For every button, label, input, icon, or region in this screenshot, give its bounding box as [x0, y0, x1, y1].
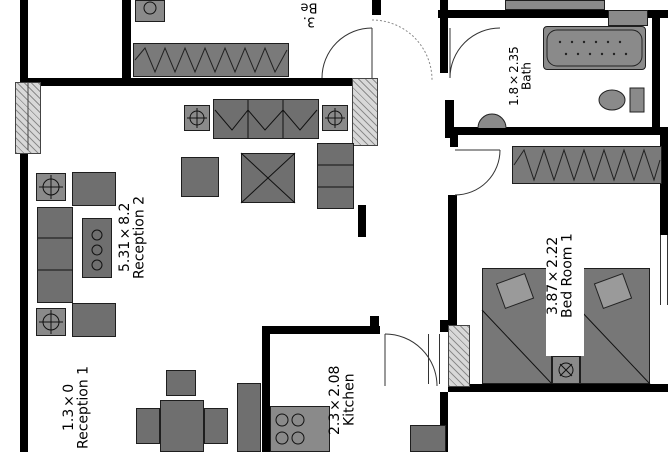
table-center	[82, 218, 112, 278]
room-size: 3.87×2.22	[545, 236, 561, 316]
column-bed-left	[448, 325, 470, 387]
sofa-long	[213, 99, 319, 139]
wardrobe-top	[133, 43, 289, 77]
wall-kitchen-right-stub	[370, 316, 379, 334]
wall-bath-left	[440, 18, 448, 73]
bathtub	[543, 26, 646, 70]
dining-chair-top	[166, 370, 196, 396]
label-bedroom-1: 3.87×2.22 Bed Room 1	[545, 196, 584, 356]
kitchen-counter	[270, 406, 330, 452]
cabinet-top	[135, 0, 165, 22]
wardrobe-bed	[512, 146, 662, 184]
label-reception-2: 5.31×8.2 Reception 2	[117, 172, 188, 302]
dining-table	[160, 400, 204, 452]
armchair-bottom	[72, 303, 116, 337]
wall-bath-right	[652, 18, 660, 130]
room-size: 1.8×2.35	[507, 46, 521, 106]
label-kitchen: 2.3×2.08 Kitchen	[327, 348, 366, 452]
room-size: 5.31×8.2	[117, 202, 133, 272]
wall-bed-right	[660, 135, 668, 235]
room-name: Kitchen	[341, 373, 358, 427]
wall-bed-door-stub	[450, 135, 458, 147]
wall-stub-top	[372, 0, 381, 15]
wall-reception-top	[20, 78, 375, 86]
armchair-top	[72, 172, 116, 206]
wall-top-room-right	[122, 0, 131, 80]
wall-bed-left	[448, 195, 457, 325]
room-size: 1.3×0	[61, 383, 77, 431]
room-size: 3.	[302, 13, 316, 29]
wall-bed-bottom	[448, 384, 668, 392]
storage-top-right	[608, 10, 648, 26]
wall-corridor-top	[438, 10, 668, 18]
wall-outer-left	[20, 0, 28, 82]
wall-kitchen-door-stub	[440, 320, 448, 332]
label-bath: 1.8×2.35 Bath	[507, 30, 542, 122]
wall-bath-bottom	[452, 127, 668, 135]
room-name: Bed Room 1	[559, 233, 576, 319]
wall-kitchen-top	[262, 326, 380, 334]
label-reception-1: 1.3×0 Reception 1	[61, 362, 106, 452]
armchair-left	[181, 157, 219, 197]
wall-stub-top-right	[440, 0, 448, 12]
room-name: Bath	[519, 62, 534, 90]
wall-bath-left-lower	[445, 100, 454, 138]
nightstand	[552, 356, 580, 384]
room-name: Reception 2	[131, 195, 148, 279]
wall-reception-right-mid	[358, 205, 366, 237]
window-kitchen	[428, 334, 440, 384]
column-center	[352, 78, 378, 146]
wall-outer-left-lower	[20, 150, 28, 452]
room-name: Reception 1	[75, 365, 92, 449]
sofa-right	[317, 143, 354, 209]
dining-chair-left	[136, 408, 160, 444]
kitchen-fridge	[410, 425, 446, 452]
wall-kitchen-right-lower	[440, 392, 448, 452]
dining-chair-right	[204, 408, 228, 444]
wall-kitchen-left	[262, 326, 270, 452]
room-name: Be	[300, 0, 318, 15]
label-bedroom-top: 3. Be	[284, 0, 334, 29]
sofa-left	[37, 207, 73, 303]
cabinet-bath-top	[505, 0, 605, 10]
room-size: 2.3×2.08	[327, 365, 343, 435]
